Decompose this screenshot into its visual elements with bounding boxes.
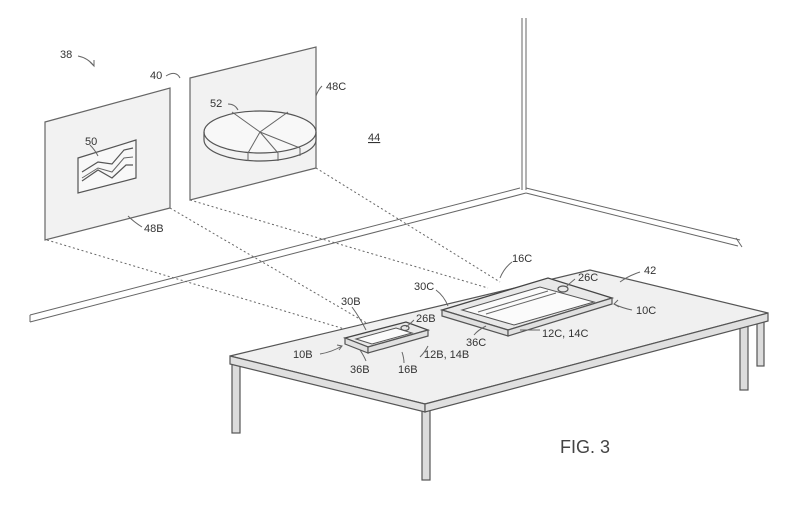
room-edges bbox=[29, 18, 743, 323]
projection-lines bbox=[46, 167, 501, 334]
figure-caption: FIG. 3 bbox=[560, 437, 610, 457]
label-50: 50 bbox=[85, 136, 97, 148]
device-10c bbox=[439, 277, 615, 337]
label-30b: 30B bbox=[341, 296, 361, 308]
label-26b: 26B bbox=[416, 313, 436, 325]
label-12b-14b: 12B, 14B bbox=[424, 349, 469, 361]
label-10b: 10B bbox=[293, 349, 313, 361]
label-16c: 16C bbox=[512, 253, 532, 265]
display-panel-48c bbox=[189, 46, 317, 201]
label-52: 52 bbox=[210, 98, 222, 110]
label-38: 38 bbox=[60, 49, 72, 61]
leader-lines bbox=[77, 55, 641, 364]
reference-labels: 38 40 48C 52 44 50 48B 16C 42 30C 26C 10… bbox=[60, 49, 656, 457]
label-30c: 30C bbox=[414, 281, 434, 293]
label-10c: 10C bbox=[636, 305, 656, 317]
label-48b: 48B bbox=[144, 223, 164, 235]
label-42: 42 bbox=[644, 265, 656, 277]
device-10b bbox=[342, 321, 431, 354]
label-36c: 36C bbox=[466, 337, 486, 349]
label-44: 44 bbox=[368, 132, 380, 144]
label-16b: 16B bbox=[398, 364, 418, 376]
label-40: 40 bbox=[150, 70, 162, 82]
table bbox=[229, 269, 769, 481]
label-36b: 36B bbox=[350, 364, 370, 376]
label-12c-14c: 12C, 14C bbox=[542, 328, 589, 340]
label-26c: 26C bbox=[578, 272, 598, 284]
label-48c: 48C bbox=[326, 81, 346, 93]
display-panel-48b bbox=[44, 87, 171, 241]
